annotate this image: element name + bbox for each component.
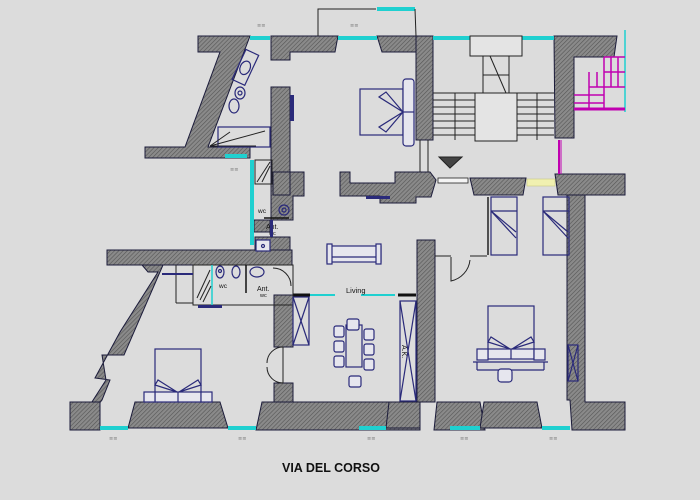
bidet-icon: [234, 86, 246, 100]
room-label-living: Living: [346, 286, 366, 295]
radiator-icon: [567, 344, 579, 382]
walls: [69, 35, 626, 431]
radiator-icon: [290, 95, 294, 121]
shower-icon: [217, 126, 271, 148]
svg-text:≡≡: ≡≡: [549, 436, 557, 442]
door-swing-icon: [450, 257, 471, 282]
svg-text:≡≡: ≡≡: [109, 436, 117, 442]
wardrobe-icon: [487, 196, 570, 256]
svg-text:≡≡: ≡≡: [460, 436, 468, 442]
svg-text:wc: wc: [257, 208, 267, 215]
svg-text:wc: wc: [218, 283, 228, 290]
svg-text:≡≡: ≡≡: [230, 167, 238, 173]
bed-icon: [359, 78, 415, 147]
toilet-icon: [278, 204, 290, 216]
shower-icon: [254, 159, 273, 185]
wc-lower: wc Ant. wc: [162, 264, 294, 308]
svg-text:A.K.: A.K.: [400, 345, 407, 358]
svg-text:Ant.: Ant.: [257, 286, 270, 293]
chair-icon: [497, 368, 513, 383]
sink-icon: [231, 48, 260, 87]
street-label: VIA DEL CORSO: [282, 461, 380, 475]
windows: [100, 7, 626, 430]
door-swing-icon: [266, 346, 284, 364]
sink-icon: [255, 239, 271, 252]
svg-text:≡≡: ≡≡: [257, 23, 265, 29]
toilet-icon: [228, 98, 240, 114]
entrance-arrow-icon: [437, 156, 464, 169]
dining-table-icon: [333, 318, 375, 388]
bed-icon: [143, 348, 213, 403]
radiator-icon: [366, 196, 390, 199]
bidet-icon: [215, 265, 225, 279]
bed-icon: [473, 305, 548, 383]
window-tags: ≡≡ ≡≡ ≡≡ ≡≡ ≡≡ ≡≡ ≡≡ ≡≡: [109, 23, 557, 442]
svg-text:wc: wc: [259, 293, 267, 299]
door-swing-icon: [272, 267, 292, 287]
svg-text:≡≡: ≡≡: [367, 436, 375, 442]
door-highlight: [526, 178, 556, 187]
balcony-outline: [317, 8, 376, 36]
sofa-icon: [326, 243, 382, 265]
external-staircase-icon: [574, 56, 625, 111]
sink-icon: [249, 266, 265, 278]
wardrobe-icon: A.K.: [399, 300, 417, 402]
cabinet-icon: [292, 296, 310, 346]
toilet-icon: [231, 265, 241, 279]
radiator-icon: [198, 305, 222, 308]
svg-text:≡≡: ≡≡: [350, 23, 358, 29]
upper-bathroom: [209, 48, 273, 185]
svg-text:≡≡: ≡≡: [238, 436, 246, 442]
staircase-icon: [433, 35, 554, 142]
